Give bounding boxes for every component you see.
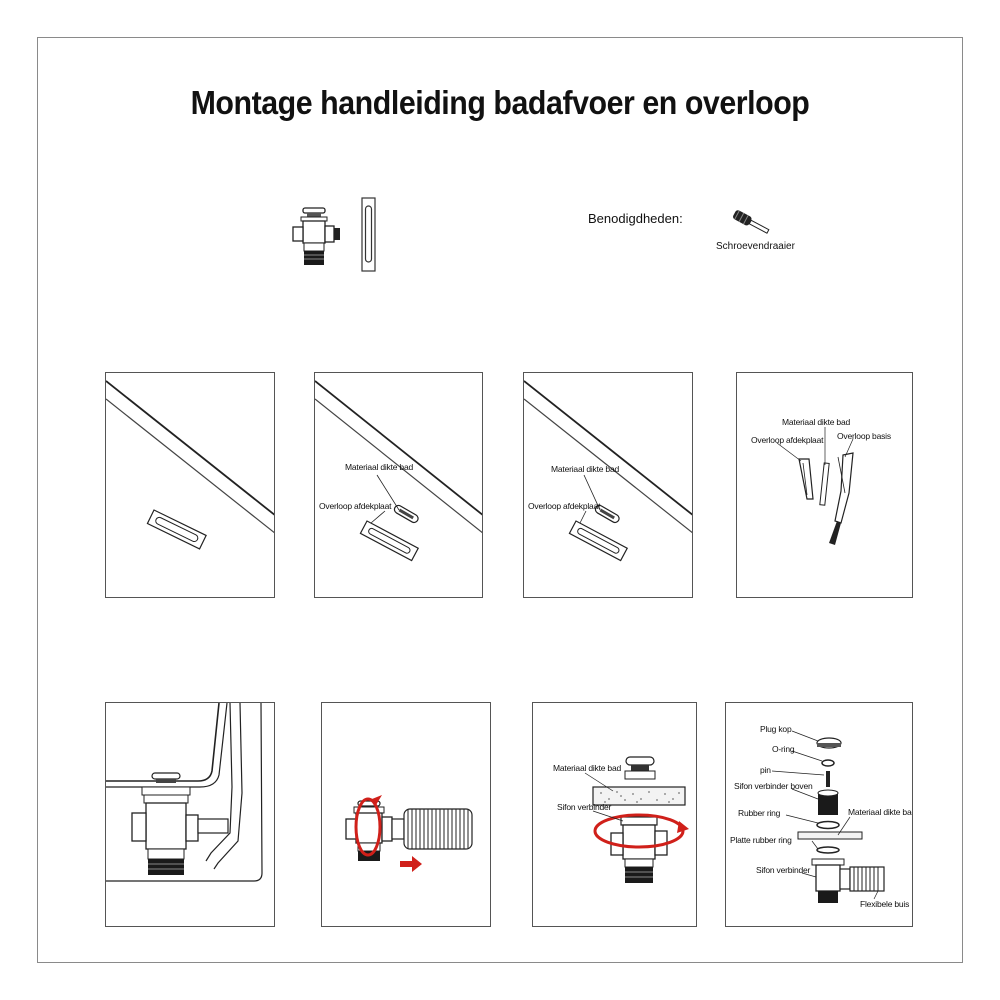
step-2-panel: Materiaal dikte bad Overloop afdekplaat [314, 372, 483, 598]
step-8-material-label: Materiaal dikte bad [848, 807, 913, 817]
step-7-panel: Materiaal dikte bad Sifon verbinder [532, 702, 697, 927]
step-8-pin-label: pin [760, 765, 771, 775]
step-1-panel [105, 372, 275, 598]
step-4-base-label: Overloop basis [837, 431, 891, 441]
step-8-connector-label: Sifon verbinder [756, 865, 811, 875]
step-5-panel [105, 702, 275, 927]
page-title: Montage handleiding badafvoer en overloo… [190, 84, 810, 121]
step-8-rubber-label: Rubber ring [738, 808, 781, 818]
manual-frame [37, 37, 963, 963]
step-4-cover-label: Overloop afdekplaat [751, 435, 824, 445]
step-8-hose-label: Flexibele buis [860, 899, 910, 909]
step-8-upper-label: Sifon verbinder boven [734, 781, 813, 791]
step-3-cover-label: Overloop afdekplaat [528, 501, 601, 511]
drain-assembly-icon [292, 207, 340, 265]
supplies-label: Benodigdheden: [588, 211, 683, 226]
step-7-connector-label: Sifon verbinder [557, 802, 612, 812]
step-3-material-label: Materiaal dikte bad [551, 464, 620, 474]
step-8-flat-label: Platte rubber ring [730, 835, 792, 845]
overflow-cover-icon [361, 197, 376, 272]
step-6-panel [321, 702, 491, 927]
step-4-material-label: Materiaal dikte bad [782, 417, 851, 427]
step-8-plug-label: Plug kop [760, 724, 792, 734]
step-2-material-label: Materiaal dikte bad [345, 462, 414, 472]
screwdriver-icon [733, 210, 770, 234]
step-7-material-label: Materiaal dikte bad [553, 763, 622, 773]
screwdriver-label: Schroevendraaier [716, 241, 795, 252]
step-8-oring-label: O-ring [772, 744, 795, 754]
step-2-cover-label: Overloop afdekplaat [319, 501, 392, 511]
step-8-panel: Plug kop O-ring pin Sifon verbinder bove… [725, 702, 913, 927]
step-4-panel: Materiaal dikte bad Overloop afdekplaat … [736, 372, 913, 598]
step-3-panel: Materiaal dikte bad Overloop afdekplaat [523, 372, 693, 598]
